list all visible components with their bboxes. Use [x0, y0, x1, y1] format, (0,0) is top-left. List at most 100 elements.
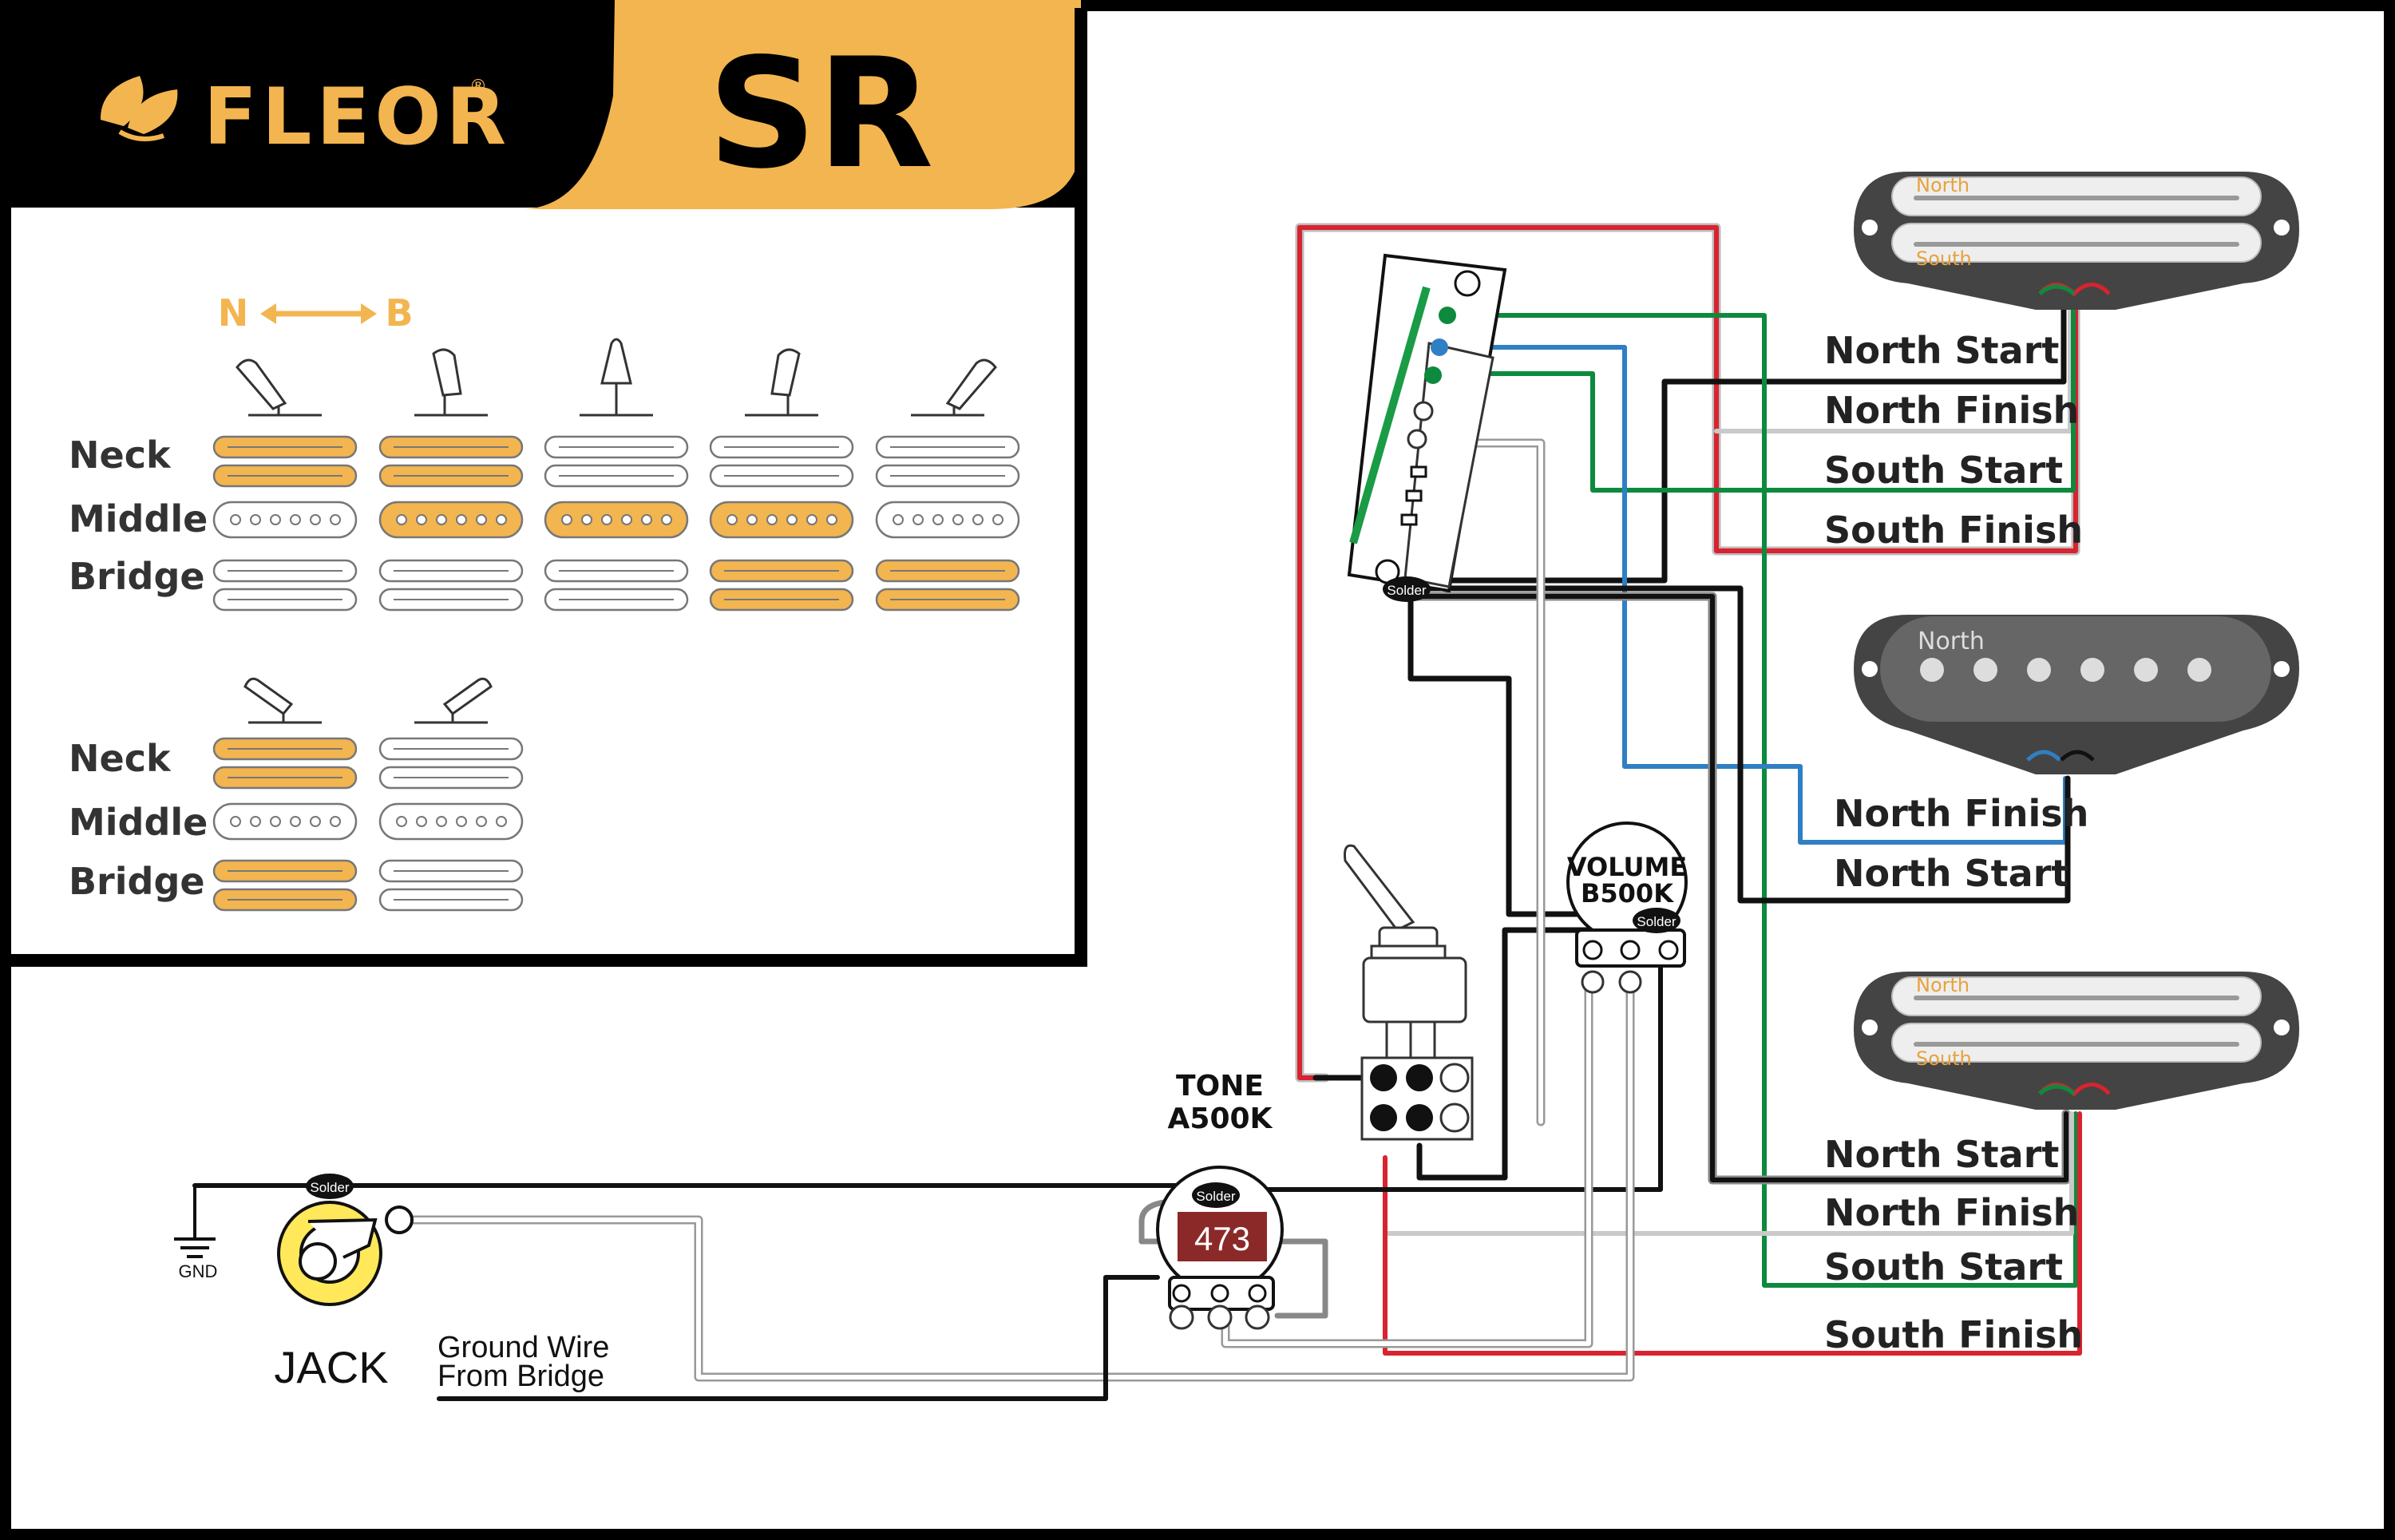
row-labels-2way: Neck Middle Bridge: [69, 737, 208, 903]
brand-name: FLEOR: [204, 72, 511, 163]
wire-red-bridge: [1383, 1111, 2082, 1356]
pickup-bridge-pos-1: [212, 859, 358, 912]
pickup-grid-2way: [212, 737, 524, 912]
capacitor: [1178, 1212, 1267, 1261]
pickup-middle-pos-4: [709, 501, 854, 539]
wire-ground-bridge: [437, 1275, 1160, 1401]
row-labels-5way: Neck Middle Bridge: [69, 433, 208, 598]
lever-position-4-icon: [745, 348, 818, 417]
volume-label: VOLUME: [1567, 852, 1687, 882]
neck-pickup: North South: [1854, 172, 2299, 310]
pickup-bridge-pos-5: [875, 559, 1020, 612]
pickup-bridge-pos-3: [544, 559, 689, 612]
solder-label-tone: Solder: [1196, 1189, 1235, 1204]
bridge-pickup: North South: [1854, 972, 2299, 1110]
bridge-wire-labels: North Start North Finish South Start Sou…: [1824, 1133, 2083, 1356]
middle-pickup: North: [1854, 615, 2299, 774]
lever-2way-bridge-icon: [414, 677, 493, 724]
volume-pot: VOLUME B500K Solder: [1566, 821, 1688, 994]
direction-left: N: [218, 291, 249, 335]
neck-north-start: North Start: [1824, 329, 2059, 372]
neck-coil-south: South: [1916, 247, 1972, 270]
lever-position-5-icon: [911, 358, 997, 417]
lever-position-2-icon: [414, 348, 488, 417]
middle-north-start: North Start: [1834, 852, 2068, 895]
pickup-bridge-pos-1: [212, 559, 358, 612]
ground-wire-label-2: From Bridge: [437, 1360, 604, 1393]
capacitor-value: 473: [1194, 1220, 1250, 1257]
lever-position-3-icon: [580, 338, 653, 417]
pickup-middle-pos-1: [212, 802, 358, 841]
gnd-label: GND: [179, 1261, 218, 1281]
solder-label-volume: Solder: [1637, 914, 1676, 929]
leaf-logo-icon: [100, 76, 178, 141]
jack-label: JACK: [274, 1342, 388, 1392]
neck-coil-north: North: [1916, 174, 1969, 196]
row-label-middle-2: Middle: [69, 801, 208, 844]
bridge-south-finish: South Finish: [1824, 1313, 2083, 1356]
pickup-bridge-pos-2: [378, 859, 524, 912]
solder-label-switch: Solder: [1387, 583, 1426, 598]
jack-icon: Solder: [277, 1174, 414, 1306]
row-label-bridge-2: Bridge: [69, 860, 205, 903]
pickup-neck-pos-2: [378, 435, 524, 488]
pickup-bridge-pos-4: [709, 559, 854, 612]
ground-wire-label-1: Ground Wire: [437, 1331, 609, 1364]
neck-south-start: South Start: [1824, 449, 2063, 492]
tone-value: A500K: [1168, 1103, 1273, 1135]
pickup-middle-pos-3: [544, 501, 689, 539]
pickup-neck-pos-1: [212, 435, 358, 488]
header-accent: [521, 0, 1081, 209]
pickup-middle-pos-2: [378, 501, 524, 539]
pickup-middle-pos-1: [212, 501, 358, 539]
toggle-switch: [1344, 844, 1474, 1141]
tone-pot: TONE A500K 473 Solder: [1156, 1070, 1284, 1330]
wire-black-switch-vol: [1407, 584, 1580, 917]
neck-wire-labels: North Start North Finish South Start Sou…: [1824, 329, 2083, 552]
pickup-neck-pos-1: [212, 737, 358, 790]
bridge-coil-south: South: [1916, 1047, 1972, 1070]
pickup-middle-pos-2: [378, 802, 524, 841]
selector-switch: Solder: [1347, 253, 1507, 602]
pickup-neck-pos-4: [709, 435, 854, 488]
wire-black-middle: [1410, 585, 2071, 904]
tone-label: TONE: [1176, 1070, 1264, 1103]
pickup-neck-pos-5: [875, 435, 1020, 488]
lever-icons-5way: [236, 338, 997, 417]
row-label-neck-2: Neck: [69, 737, 172, 780]
middle-north-finish: North Finish: [1834, 792, 2088, 835]
bridge-north-finish: North Finish: [1824, 1191, 2079, 1234]
row-label-middle: Middle: [69, 497, 208, 540]
middle-pole-label: North: [1918, 627, 1985, 655]
row-label-bridge: Bridge: [69, 555, 205, 598]
bridge-south-start: South Start: [1824, 1245, 2063, 1289]
lever-icons-2way: [243, 677, 493, 724]
wire-black-neck: [1410, 304, 2067, 584]
wire-green-bridge: [1445, 313, 2078, 1288]
lever-2way-neck-icon: [243, 677, 322, 724]
model-title: SR: [707, 26, 933, 202]
volume-value: B500K: [1581, 878, 1674, 909]
wire-white-neck: [1714, 305, 2072, 433]
pickup-neck-pos-3: [544, 435, 689, 488]
bridge-coil-north: North: [1916, 974, 1969, 996]
ground-symbol-icon: [174, 1186, 216, 1258]
lever-position-1-icon: [236, 358, 322, 417]
header: FLEOR ® SR: [0, 0, 1081, 209]
direction-right: B: [385, 291, 413, 335]
middle-wire-labels: North Finish North Start: [1834, 792, 2088, 895]
pickup-middle-pos-5: [875, 501, 1020, 539]
neck-south-finish: South Finish: [1824, 509, 2083, 552]
bridge-north-start: North Start: [1824, 1133, 2059, 1176]
wire-green-neck: [1445, 305, 2076, 493]
registered-mark: ®: [469, 77, 487, 97]
neck-north-finish: North Finish: [1824, 389, 2079, 432]
pickup-bridge-pos-2: [378, 559, 524, 612]
wire-black-bridge: [1411, 594, 2068, 1182]
pickup-grid-5way: [212, 435, 1020, 612]
row-label-neck: Neck: [69, 433, 172, 477]
direction-indicator: N B: [218, 291, 414, 335]
pickup-neck-pos-2: [378, 737, 524, 790]
solder-label-jack: Solder: [310, 1180, 349, 1195]
